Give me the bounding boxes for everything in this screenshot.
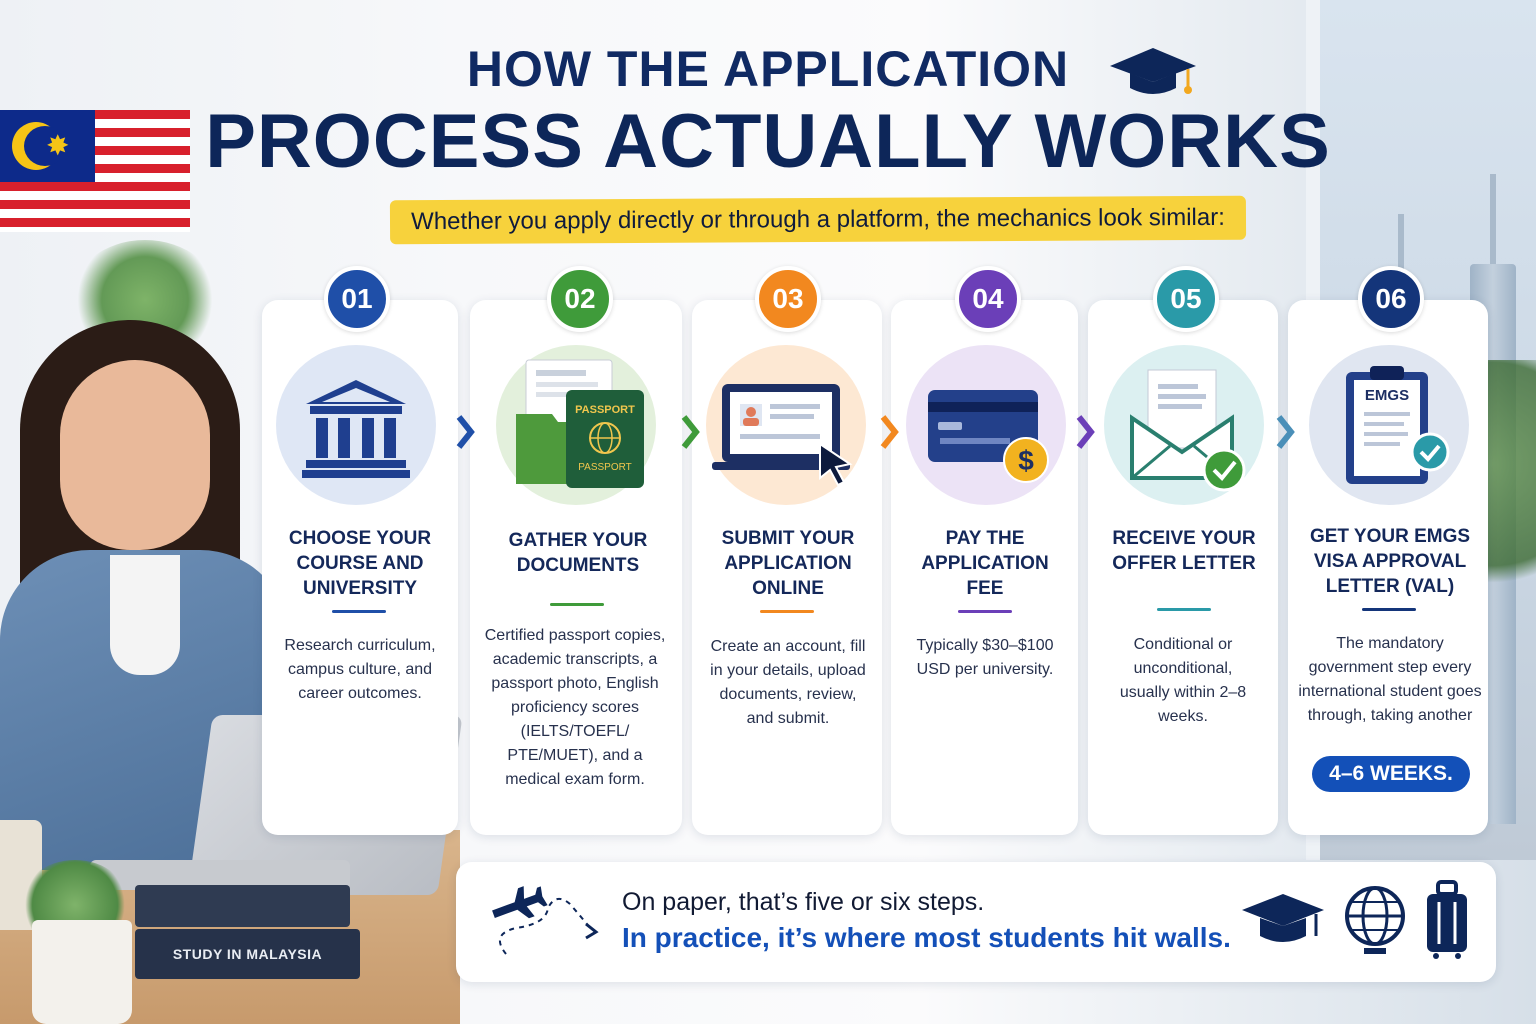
step-number-5: 05: [1153, 266, 1219, 332]
passport-label-top: PASSPORT: [575, 404, 635, 416]
university-building-icon: [302, 380, 410, 478]
step-title-2: GATHER YOUR DOCUMENTS: [508, 530, 648, 576]
step-number-4: 04: [955, 266, 1021, 332]
step-divider-1: [332, 610, 386, 613]
step-divider-5: [1157, 608, 1211, 611]
passport-documents-icon: PASSPORT PASSPORT: [516, 359, 644, 488]
globe-icon: [1345, 886, 1405, 954]
chevron-right-icon: [456, 415, 475, 449]
step-description-2: Certified passport copies, academic tran…: [484, 627, 666, 788]
step-number-1: 01: [324, 266, 390, 332]
step-title-3: SUBMIT YOUR APPLICATION ONLINE: [721, 528, 855, 599]
chevron-right-icon: [681, 415, 700, 449]
chevron-right-icon: [880, 415, 899, 449]
step-description-1: Research curriculum, campus culture, and…: [284, 637, 436, 702]
page-title-line1: HOW THE APPLICATION: [466, 41, 1070, 97]
books: STUDY IN MALAYSIA: [135, 885, 360, 985]
step-description-6: The mandatory government step every inte…: [1298, 635, 1482, 724]
step-divider-4: [958, 610, 1012, 613]
svg-text:$: $: [1018, 445, 1034, 476]
clipboard-check-icon: EMGS: [1346, 366, 1450, 484]
luggage-icon: [1427, 880, 1467, 959]
plant-pot: [32, 920, 132, 1024]
step-number-6: 06: [1358, 266, 1424, 332]
airplane-icon: [492, 886, 599, 955]
footer-line-1: On paper, that’s five or six steps.: [622, 888, 985, 916]
step-icon-bg-1: [276, 345, 436, 505]
graduation-cap-icon: [1110, 48, 1196, 94]
chevron-right-icon: [1276, 415, 1295, 449]
step-number-2: 02: [547, 266, 613, 332]
passport-label-bottom: PASSPORT: [578, 462, 632, 473]
laptop-form-icon: [712, 384, 853, 487]
clipboard-label: EMGS: [1365, 387, 1409, 404]
flag-star-icon: ✸: [46, 130, 70, 161]
step-description-4: Typically $30–$100 USD per university.: [916, 637, 1054, 678]
footer-banner: [456, 862, 1496, 982]
envelope-letter-check-icon: [1130, 369, 1246, 492]
step-title-1: CHOOSE YOUR COURSE AND UNIVERSITY: [288, 528, 432, 599]
malaysia-flag: ✸: [0, 110, 190, 232]
step-divider-3: [760, 610, 814, 613]
step-description-3: Create an account, fill in your details,…: [710, 638, 866, 727]
step-title-5: RECEIVE YOUR OFFER LETTER: [1112, 528, 1256, 574]
step-divider-2: [550, 603, 604, 606]
step-number-3: 03: [755, 266, 821, 332]
credit-card-dollar-icon: $: [928, 390, 1049, 483]
duration-highlight: 4–6 WEEKS.: [1312, 756, 1470, 792]
book-label: STUDY IN MALAYSIA: [135, 929, 360, 979]
footer-line-2: In practice, it’s where most students hi…: [622, 922, 1231, 953]
step-title-6: GET YOUR EMGS VISA APPROVAL LETTER (VAL): [1309, 526, 1471, 597]
subtitle-banner: Whether you apply directly or through a …: [389, 195, 1247, 245]
chevron-right-icon: [1076, 415, 1095, 449]
step-divider-6: [1362, 608, 1416, 611]
page-title-line2: PROCESS ACTUALLY WORKS: [205, 99, 1331, 184]
step-title-4: PAY THE APPLICATION FEE: [921, 528, 1049, 599]
step-description-5: Conditional or unconditional, usually wi…: [1119, 636, 1247, 725]
graduation-cap-icon: [1242, 894, 1324, 942]
student-photo: [0, 300, 300, 870]
